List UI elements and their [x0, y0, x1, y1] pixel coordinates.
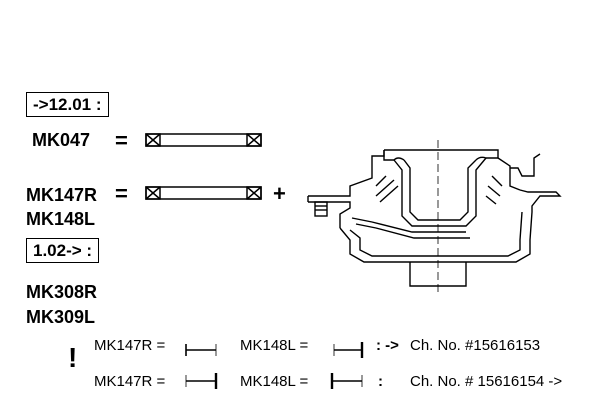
note-row2-mid-label: MK148L =	[240, 373, 309, 390]
part-code-mk148l: MK148L	[26, 209, 96, 229]
bearing-ring-icon-mk047	[145, 133, 262, 147]
note-row1-colon: : ->	[376, 337, 399, 354]
equals-sign-mk047: =	[115, 128, 128, 153]
part-code-mk309l: MK309L	[26, 307, 96, 327]
note-row2-colon: :	[378, 373, 383, 390]
orientation-symbol-row2-left	[185, 373, 218, 389]
strut-mount-drawing	[307, 140, 562, 296]
equals-sign-mk147r: =	[115, 181, 128, 206]
note-row1-chassis: Ch. No. #15616153	[410, 337, 541, 354]
orientation-symbol-row1-left	[185, 344, 217, 356]
orientation-symbol-row1-mid	[333, 342, 364, 358]
bearing-ring-icon-mk147r	[145, 186, 262, 200]
note-row2-left-label: MK147R =	[94, 373, 166, 390]
part-code-mk047: MK047	[32, 130, 91, 150]
note-row1-left-label: MK147R =	[94, 337, 166, 354]
note-row1-mid-label: MK148L =	[240, 337, 309, 354]
date-range-box-after: 1.02-> :	[26, 238, 100, 263]
part-code-mk147r: MK147R	[26, 185, 98, 205]
plus-sign: +	[273, 181, 286, 206]
date-range-box-before: ->12.01 :	[26, 92, 109, 117]
part-code-mk308r: MK308R	[26, 282, 98, 302]
note-row2-chassis: Ch. No. # 15616154 ->	[410, 373, 563, 390]
warning-exclamation: !	[68, 342, 78, 373]
orientation-symbol-row2-mid	[330, 373, 363, 389]
